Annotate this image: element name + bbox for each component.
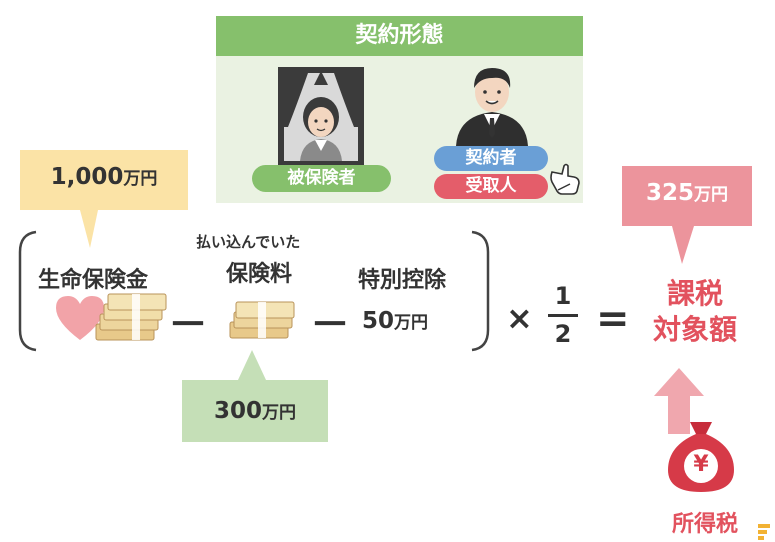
yen-symbol: ¥ (693, 452, 709, 477)
taxable-amount-line1: 課税 (666, 277, 723, 310)
result-callout-bubble (622, 166, 752, 264)
result-amount-unit: 万円 (694, 185, 728, 205)
contract-title: 契約形態 (216, 16, 583, 56)
life-insurance-label: 生命保険金 (38, 268, 149, 293)
fraction-denominator: 2 (554, 320, 572, 348)
premium-amount-unit: 万円 (262, 403, 296, 423)
special-deduction-value: 50 (362, 308, 395, 334)
result-amount-value: 325 (645, 180, 694, 206)
amount-callout-bubble (20, 150, 188, 248)
premium-label: 保険料 (226, 262, 293, 287)
times-operator: × (506, 299, 533, 337)
money-stack-icon (229, 301, 295, 339)
result-amount: 325万円 (622, 180, 752, 206)
premium-callout-bubble (182, 350, 328, 442)
contractor-label: 契約者 (434, 146, 548, 171)
money-bag-icon (668, 422, 734, 492)
equals-operator: = (596, 296, 630, 342)
fraction-bar (548, 314, 578, 317)
insurance-amount-value: 1,000 (50, 164, 124, 190)
right-parenthesis (471, 230, 490, 352)
insurance-amount: 1,000万円 (20, 164, 188, 190)
income-tax-label: 所得税 (671, 512, 738, 537)
premium-amount-value: 300 (213, 398, 262, 424)
recipient-label: 受取人 (434, 174, 548, 199)
insurance-amount-unit: 万円 (123, 169, 158, 189)
contractor-person-icon (456, 68, 528, 146)
premium-amount: 300万円 (182, 398, 328, 424)
special-deduction-amount: 50万円 (362, 308, 428, 334)
taxable-amount-label: 課税 対象額 (640, 276, 750, 348)
special-deduction-label: 特別控除 (358, 268, 447, 293)
heart-money-icon (56, 293, 167, 341)
fraction-numerator: 1 (554, 282, 572, 310)
left-parenthesis (18, 230, 37, 352)
up-arrow-icon (654, 368, 704, 434)
pointing-hand-icon (550, 163, 580, 195)
minus-operator-1: － (168, 302, 208, 348)
special-deduction-unit: 万円 (394, 313, 429, 333)
premium-note: 払い込んでいた (196, 233, 301, 251)
insured-portrait-icon (278, 67, 364, 167)
minus-operator-2: － (310, 302, 350, 348)
corner-logo-icon (758, 524, 770, 540)
taxable-amount-line2: 対象額 (652, 313, 737, 346)
insured-label: 被保険者 (252, 165, 391, 192)
